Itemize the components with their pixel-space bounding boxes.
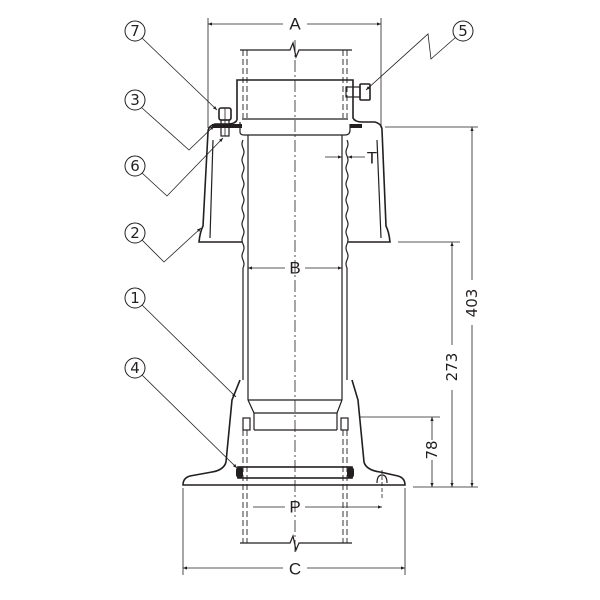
dimension-t-label: T [367,149,377,168]
lower-pipe [240,430,352,552]
callout-7-label: 7 [130,22,140,40]
dimension-c: C [182,488,406,579]
dimension-t: T [325,149,377,168]
callout-7: 7 [124,20,146,42]
callout-2: 2 [124,222,146,244]
height-403-label: 403 [463,289,481,318]
base-body [182,379,406,500]
dimension-c-label: C [289,560,301,579]
o-ring [236,466,354,479]
dimension-b-label: B [289,259,300,278]
callout-1-label: 1 [130,289,140,307]
callout-3: 3 [124,89,146,111]
inner-pipe [241,135,349,431]
height-273-label: 273 [443,353,461,382]
dimension-p: P [253,498,382,517]
hex-bolt [212,107,362,137]
outer-shell [198,129,391,243]
dimension-b: B [248,259,342,278]
callout-5-label: 5 [458,22,468,40]
dimension-p-label: P [289,498,300,517]
set-bolt [345,83,371,101]
callout-4-label: 4 [130,359,140,377]
callout-6: 6 [124,155,146,177]
callout-1: 1 [124,287,146,309]
leader-lines [141,33,457,469]
callout-3-label: 3 [130,91,140,109]
height-dimensions: 403 273 78 [360,126,481,488]
upper-pipe [240,41,352,118]
callout-6-label: 6 [130,157,140,175]
dimension-a: A [207,15,382,128]
callout-5: 5 [452,20,474,42]
callout-2-label: 2 [130,224,140,242]
height-78-label: 78 [423,440,441,459]
dimension-a-label: A [289,15,301,34]
callout-4: 4 [124,357,146,379]
